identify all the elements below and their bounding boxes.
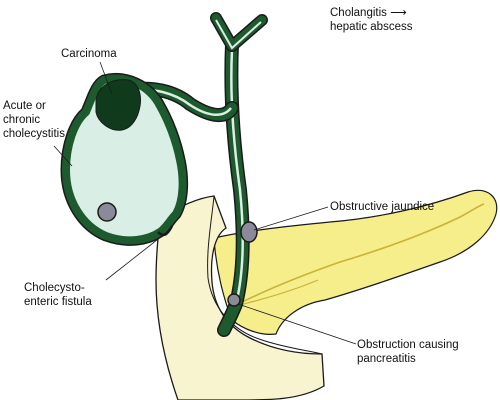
fistula-tract xyxy=(157,225,174,237)
duodenum-inner-wall xyxy=(207,195,323,355)
stone-common-bile-duct xyxy=(240,221,258,243)
label-fistula: Cholecysto- enteric fistula xyxy=(24,281,92,309)
label-cholangitis-line1: Cholangitis ⟶ xyxy=(330,7,407,19)
hepatic-duct-center xyxy=(215,19,262,50)
leader-fistula xyxy=(105,235,163,281)
common-bile-duct-center xyxy=(230,49,244,305)
stone-ampulla xyxy=(227,293,241,307)
label-fistula-line1: Cholecysto- xyxy=(24,282,85,294)
pancreatic-duct xyxy=(235,203,485,306)
leader-pancreatitis xyxy=(237,303,357,345)
label-cholangitis-line2: hepatic abscess xyxy=(330,21,413,33)
leader-cholecystitis xyxy=(53,145,73,167)
leader-jaundice xyxy=(253,206,329,231)
label-pancreatitis-line2: pancreatitis xyxy=(357,353,416,365)
leader-carcinoma xyxy=(99,61,113,95)
label-pancreatitis: Obstruction causing pancreatitis xyxy=(357,338,459,366)
pancreas xyxy=(213,189,498,335)
duodenum xyxy=(155,195,325,400)
label-cholecystitis-line3: cholecystitis xyxy=(3,128,65,140)
carcinoma-mass xyxy=(95,79,141,131)
label-cholecystitis-line1: Acute or xyxy=(3,100,46,112)
label-fistula-line2: enteric fistula xyxy=(24,296,92,308)
gallstone-gallbladder xyxy=(97,202,117,222)
label-obstructive-jaundice: Obstructive jaundice xyxy=(330,201,435,213)
label-cholecystitis-line2: chronic xyxy=(3,114,41,126)
label-cholangitis: Cholangitis ⟶ hepatic abscess xyxy=(330,6,412,34)
label-cholecystitis: Acute or chronic cholecystitis xyxy=(3,99,65,141)
pancreatic-duct-branch xyxy=(235,279,319,307)
label-pancreatitis-line1: Obstruction causing xyxy=(357,339,459,351)
label-carcinoma: Carcinoma xyxy=(61,48,117,60)
